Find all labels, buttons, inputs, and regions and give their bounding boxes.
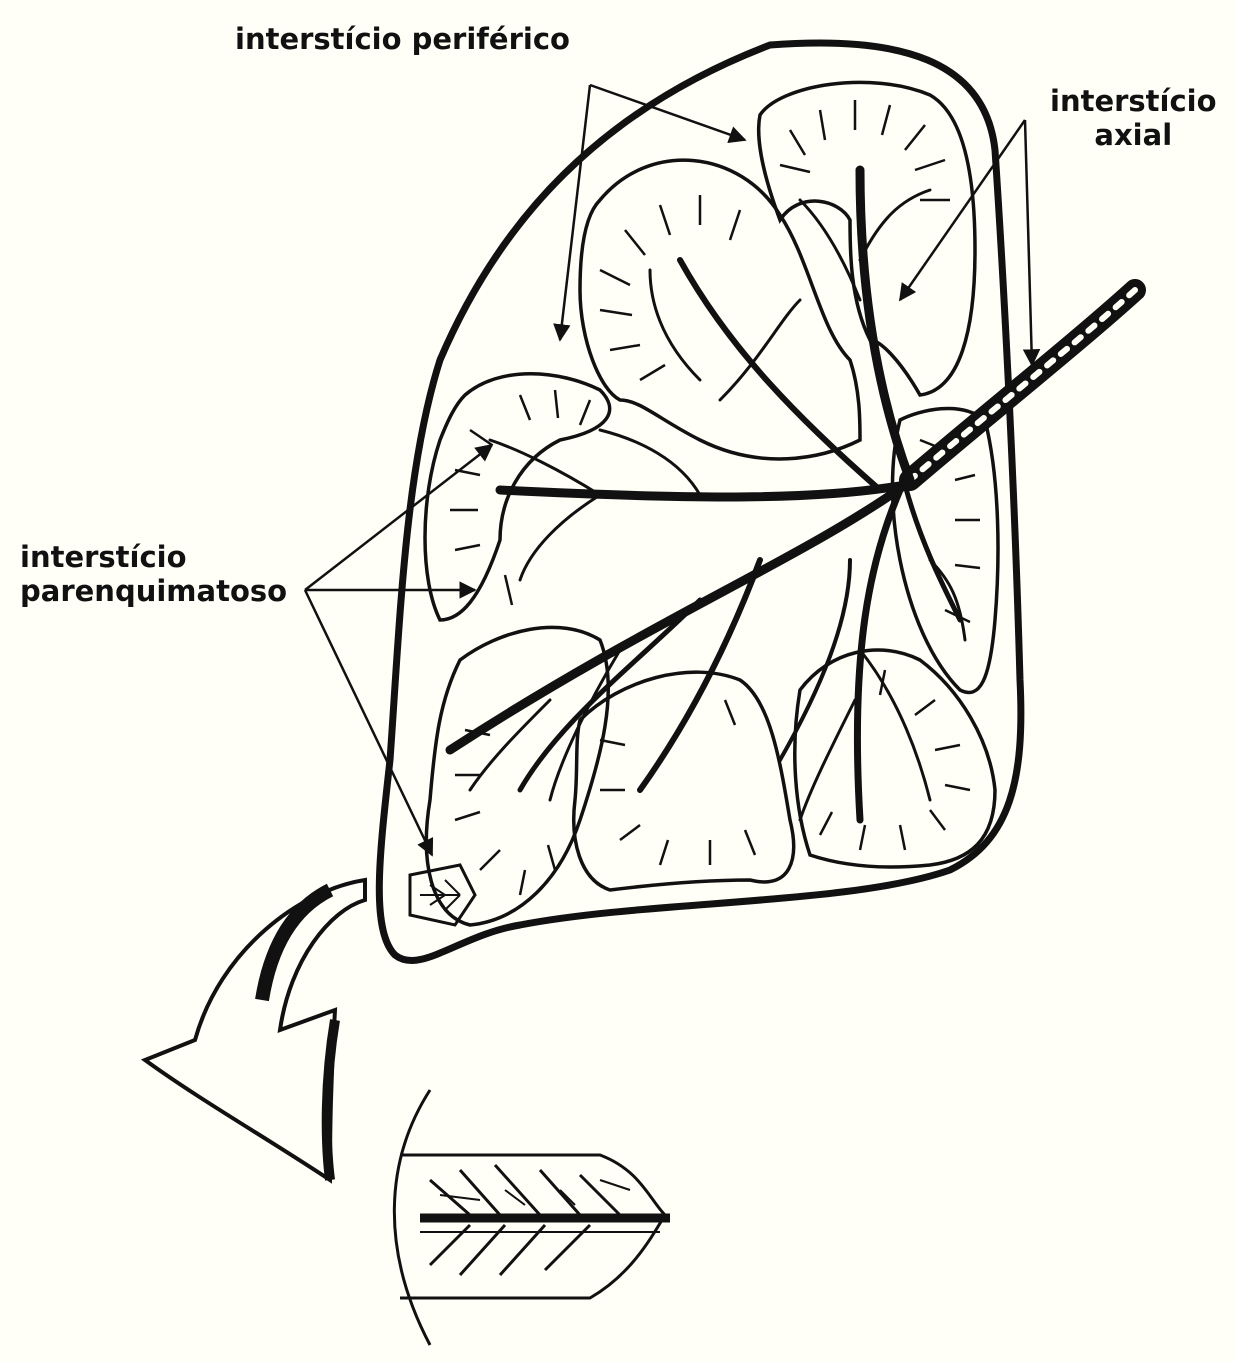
label-peripheral-interstitium: interstício periférico bbox=[235, 22, 570, 56]
bronchial-tree bbox=[450, 170, 1135, 820]
label-axial-line1: interstício bbox=[1050, 84, 1217, 118]
lobule-outer-outline bbox=[379, 43, 1021, 961]
label-axial-interstitium: interstício axial bbox=[1050, 84, 1217, 152]
magnified-acinus bbox=[394, 1090, 670, 1345]
sublobule-upper bbox=[580, 160, 860, 459]
magnified-acinus-box bbox=[410, 865, 475, 925]
label-parenchymal-line1: interstício bbox=[20, 540, 287, 574]
zoom-arrow bbox=[145, 880, 365, 1180]
label-axial-line2: axial bbox=[1050, 118, 1217, 152]
label-parenchymal-interstitium: interstício parenquimatoso bbox=[20, 540, 287, 608]
label-parenchymal-line2: parenquimatoso bbox=[20, 574, 287, 608]
